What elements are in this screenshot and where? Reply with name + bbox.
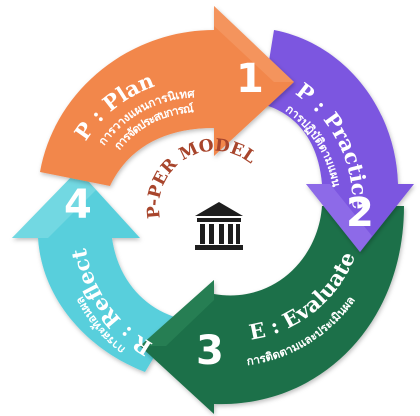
center-title-text: P-PER MODEL bbox=[144, 136, 260, 220]
practice-arrow-band bbox=[262, 30, 414, 252]
evaluate-arrow-highlight bbox=[140, 280, 214, 346]
stage-evaluate bbox=[140, 206, 404, 414]
practice-arrow-highlight bbox=[306, 184, 372, 252]
plan-number: 1 bbox=[236, 56, 264, 102]
stage-practice bbox=[262, 30, 414, 252]
center-title: P-PER MODEL bbox=[144, 136, 260, 220]
evaluate-arrow-band bbox=[140, 206, 404, 414]
center-hub: P-PER MODEL bbox=[144, 136, 260, 250]
reflect-number: 4 bbox=[64, 182, 92, 228]
plan-arrow-band bbox=[40, 6, 294, 186]
practice-number: 2 bbox=[346, 190, 374, 236]
reflect-arrow-highlight bbox=[12, 170, 96, 238]
evaluate-number: 3 bbox=[196, 328, 224, 374]
institution-building-icon bbox=[195, 202, 243, 250]
stage-reflect bbox=[12, 170, 178, 372]
plan-arrow-highlight bbox=[214, 6, 294, 82]
stage-plan bbox=[40, 6, 294, 186]
